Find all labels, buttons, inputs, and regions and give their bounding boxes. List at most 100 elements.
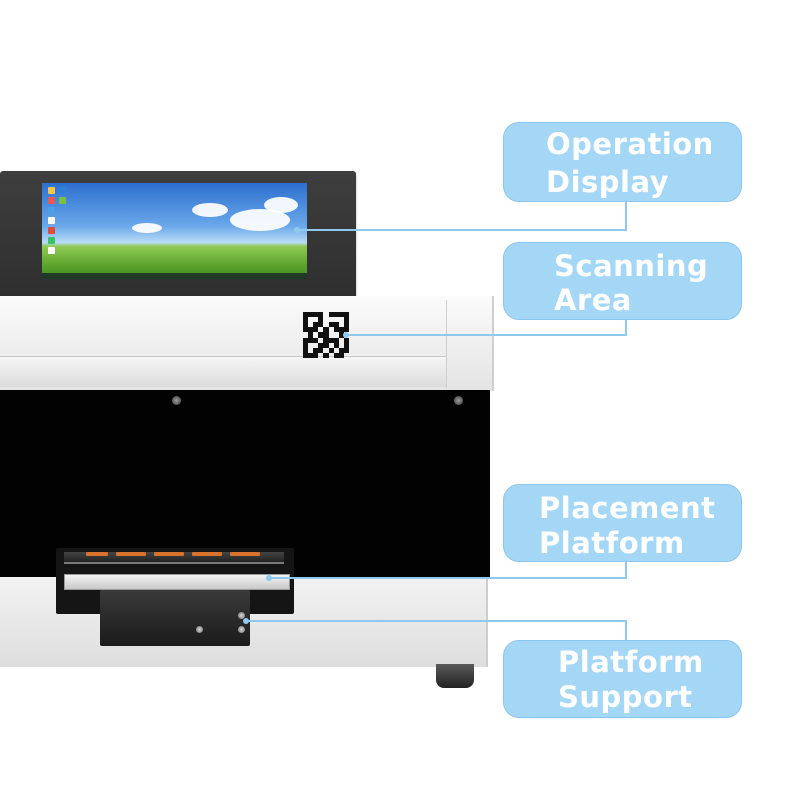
leader-line-platform-support [625,620,627,642]
qr-module [308,332,314,338]
device-ledge [0,356,446,387]
qr-module [344,353,349,358]
qr-module [328,322,334,328]
qr-module [323,342,329,348]
qr-module [303,352,309,358]
qr-module [333,327,339,333]
qr-module [303,337,309,343]
qr-module [308,327,314,333]
callout-label-line2: Platform [539,526,685,560]
screen-cloud [230,209,290,231]
tray-marker [192,552,222,556]
qr-module [338,312,344,318]
qr-module [338,327,344,333]
qr-module [313,347,319,353]
qr-module [313,322,319,328]
desktop-icon [59,187,66,194]
qr-module [328,347,334,353]
screen-taskbar [42,273,307,279]
callout-label-line2: Support [558,680,693,714]
bolt [238,626,245,633]
desktop-icon [48,197,55,204]
qr-module [343,327,349,333]
leader-line-scanning-area [625,318,627,336]
qr-module [303,312,309,318]
screw [454,396,463,405]
tray-marker [86,552,108,556]
callout-label-line1: Platform [558,645,704,679]
qr-module [333,337,339,343]
qr-module [318,322,324,328]
qr-module [303,322,309,328]
qr-module [338,347,344,353]
screen-cloud [132,223,162,233]
tray-marker [230,552,260,556]
desktop-icon [48,217,55,224]
qr-module [303,327,309,333]
callout-label-line1: Placement [539,491,716,525]
leader-line-operation-display [625,200,627,231]
leader-line-scanning-area [346,334,626,336]
callout-label-line1: Operation [546,127,714,161]
device-panel-seam [446,300,447,388]
callout-scanning-area: Scanning Area [503,242,742,320]
leader-line-placement-platform [625,561,627,579]
screen-cloud [264,197,298,213]
callout-placement-platform: Placement Platform [503,484,742,562]
qr-module [323,332,329,338]
qr-module [343,342,349,348]
screw [172,396,181,405]
desktop-icon [48,237,55,244]
qr-module [318,342,324,348]
qr-module [303,317,309,323]
qr-module [343,322,349,328]
qr-module [343,312,349,318]
qr-module [343,317,349,323]
screen-cloud [192,203,228,217]
qr-module [343,337,349,343]
desktop-icon [59,197,66,204]
qr-module [313,327,319,333]
qr-module [333,322,339,328]
qr-module [328,337,334,343]
qr-module [328,312,334,318]
callout-platform-support: Platform Support [503,640,742,718]
desktop-icon [48,227,55,234]
bolt [196,626,203,633]
qr-module [308,337,314,343]
desktop-icon [48,187,55,194]
qr-module [318,312,324,318]
desktop-icon [48,247,55,254]
qr-module [323,337,329,343]
qr-module [338,352,344,358]
touch-monitor [0,171,356,296]
qr-code [303,312,349,358]
platform-support-bracket [100,590,250,646]
device-viewing-window [0,390,490,577]
callout-label-line2: Display [546,165,670,199]
qr-module [303,347,309,353]
qr-module [313,337,319,343]
qr-module [308,312,314,318]
desktop-icon [48,207,55,214]
qr-module [318,317,324,323]
qr-module [308,352,314,358]
callout-operation-display: Operation Display [503,122,742,202]
qr-module [343,347,349,353]
qr-module [338,332,344,338]
qr-module [313,312,319,318]
qr-module [313,352,319,358]
tray-marker [116,552,146,556]
qr-module [318,332,324,338]
qr-module [323,352,329,358]
monitor-screen [42,183,307,279]
placement-platform-plate [64,574,290,590]
callout-label-line2: Area [554,283,632,317]
leader-line-operation-display [297,229,626,231]
tray-marker [154,552,184,556]
bolt [238,612,245,619]
leader-line-platform-support [246,620,626,622]
qr-module [323,327,329,333]
qr-module [303,342,309,348]
